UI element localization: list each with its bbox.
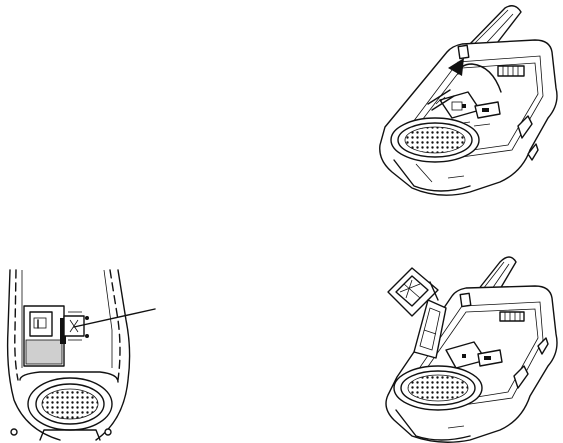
speaker-grille-2 [394,366,482,410]
battery-contacts [498,66,524,76]
panel-insert-card [386,257,557,442]
panel-open-cover [380,6,557,195]
sim-tray [24,306,89,366]
speaker-grille [391,118,479,162]
speaker-grille-closeup [20,372,118,430]
panel-sim-closeup [8,270,155,440]
